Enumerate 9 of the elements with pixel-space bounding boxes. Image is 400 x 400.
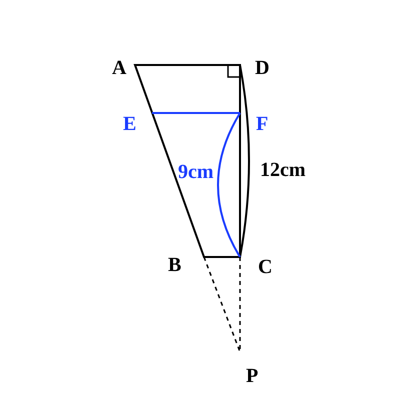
length-label: 12cm xyxy=(260,160,306,180)
point-label: E xyxy=(123,114,136,134)
point-label: B xyxy=(168,255,182,275)
point-label: F xyxy=(256,114,268,134)
point-label: D xyxy=(255,58,270,78)
point-label: C xyxy=(258,257,272,277)
point-label: A xyxy=(112,58,126,78)
point-label: P xyxy=(246,366,258,386)
length-label: 9cm xyxy=(178,162,214,182)
